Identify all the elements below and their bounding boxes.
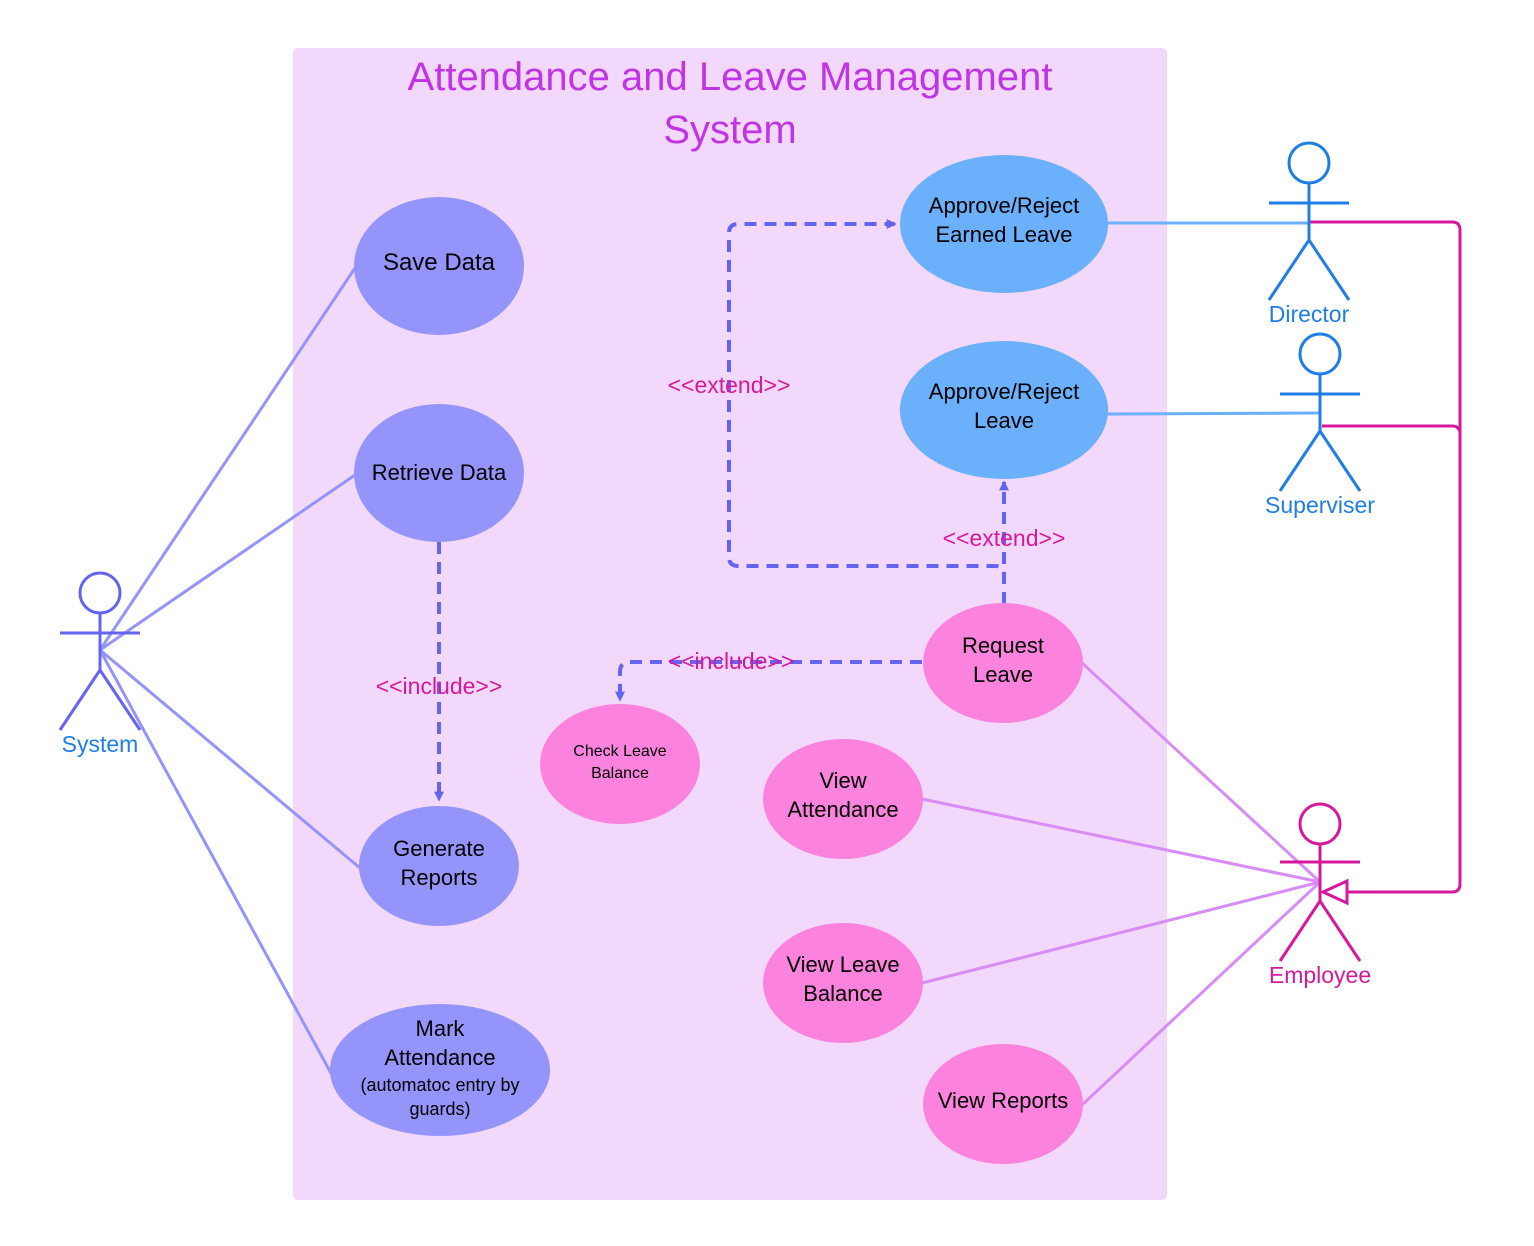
dependency-lines — [434, 219, 1009, 802]
use-case-label-line2: Attendance — [787, 797, 898, 822]
generalization-superviser-employee — [1322, 424, 1462, 600]
use-case-label: Save Data — [383, 249, 496, 276]
use-case-mark-attendance[interactable]: Mark Attendance (automatoc entry by guar… — [330, 1004, 550, 1136]
actor-employee[interactable]: Employee — [1269, 802, 1371, 988]
use-case-request-leave[interactable]: Request Leave — [923, 603, 1083, 723]
use-case-label-line1: Approve/Reject — [929, 379, 1079, 404]
extend-label-leave: <<extend>> — [943, 525, 1066, 551]
actor-label: Superviser — [1265, 492, 1375, 518]
system-boundary — [293, 48, 1167, 1200]
employee-associations — [921, 661, 1322, 1107]
extend-label-earned: <<extend>> — [668, 372, 791, 398]
actor-figure-icon — [58, 571, 142, 731]
assoc-employee-view-attendance — [921, 797, 1321, 884]
use-case-label-line3: (automatoc entry by — [360, 1075, 519, 1095]
generalization-arrowhead — [1319, 878, 1349, 906]
use-case-label-line1: Mark — [416, 1016, 466, 1041]
use-case-approve-earned-leave[interactable]: Approve/Reject Earned Leave — [900, 155, 1108, 293]
include-label-check: <<include>> — [668, 648, 795, 674]
use-case-label-line4: guards) — [409, 1099, 470, 1119]
include-label-reports: <<include>> — [376, 673, 503, 699]
actor-figure-icon — [1267, 141, 1351, 301]
diagram-title-line1: Attendance and Leave Management — [408, 55, 1053, 99]
use-case-label-line2: Earned Leave — [936, 222, 1073, 247]
extend-request-to-approve-earned — [727, 219, 1006, 604]
use-case-label-line2: Leave — [973, 662, 1033, 687]
actor-superviser[interactable]: Superviser — [1265, 332, 1375, 518]
assoc-system-save-data — [98, 267, 357, 651]
actor-director[interactable]: Director — [1267, 141, 1351, 327]
assoc-system-mark-attendance — [98, 649, 334, 1076]
use-case-view-attendance[interactable]: View Attendance — [763, 739, 923, 859]
use-case-retrieve-data[interactable]: Retrieve Data — [354, 404, 524, 542]
include-request-to-check — [615, 660, 922, 702]
use-case-approve-leave[interactable]: Approve/Reject Leave — [900, 341, 1108, 479]
use-case-save-data[interactable]: Save Data — [354, 197, 524, 335]
generalization-lines — [1310, 220, 1462, 906]
use-case-label-line2: Balance — [803, 981, 883, 1006]
use-case-label-line2: Attendance — [384, 1045, 495, 1070]
actor-system[interactable]: System — [58, 571, 142, 757]
use-case-label-line2: Leave — [974, 408, 1034, 433]
actor-label: Director — [1269, 301, 1350, 327]
use-case-label-line1: Generate — [393, 836, 485, 861]
assoc-employee-view-reports — [1080, 880, 1322, 1107]
approver-associations — [1107, 221, 1321, 416]
use-case-label: View Reports — [938, 1088, 1068, 1113]
use-case-label-line1: View — [819, 768, 866, 793]
use-case-label-line1: View Leave — [786, 952, 899, 977]
use-case-label-line1: Approve/Reject — [929, 193, 1079, 218]
actor-label: System — [62, 731, 139, 757]
assoc-employee-request-leave — [1080, 661, 1322, 884]
assoc-employee-view-leave-balance — [921, 880, 1321, 985]
use-case-view-leave-balance[interactable]: View Leave Balance — [763, 923, 923, 1043]
use-case-label-line1: Check Leave — [573, 743, 666, 760]
diagram-title-line2: System — [663, 108, 796, 152]
actor-figure-icon — [1278, 802, 1362, 962]
assoc-system-retrieve-data — [99, 473, 356, 652]
use-case-label-line2: Balance — [591, 765, 649, 782]
assoc-superviser-approve-leave — [1107, 411, 1321, 416]
actor-label: Employee — [1269, 962, 1371, 988]
use-case-view-reports[interactable]: View Reports — [923, 1044, 1083, 1164]
system-associations — [98, 267, 361, 1076]
use-case-label: Retrieve Data — [372, 460, 507, 485]
use-case-label-line2: Reports — [400, 865, 477, 890]
use-case-check-leave-balance[interactable]: Check Leave Balance — [540, 704, 700, 824]
use-case-generate-reports[interactable]: Generate Reports — [359, 806, 519, 926]
actor-figure-icon — [1278, 332, 1362, 492]
assoc-system-generate-reports — [99, 648, 361, 870]
use-case-label-line1: Request — [962, 633, 1044, 658]
